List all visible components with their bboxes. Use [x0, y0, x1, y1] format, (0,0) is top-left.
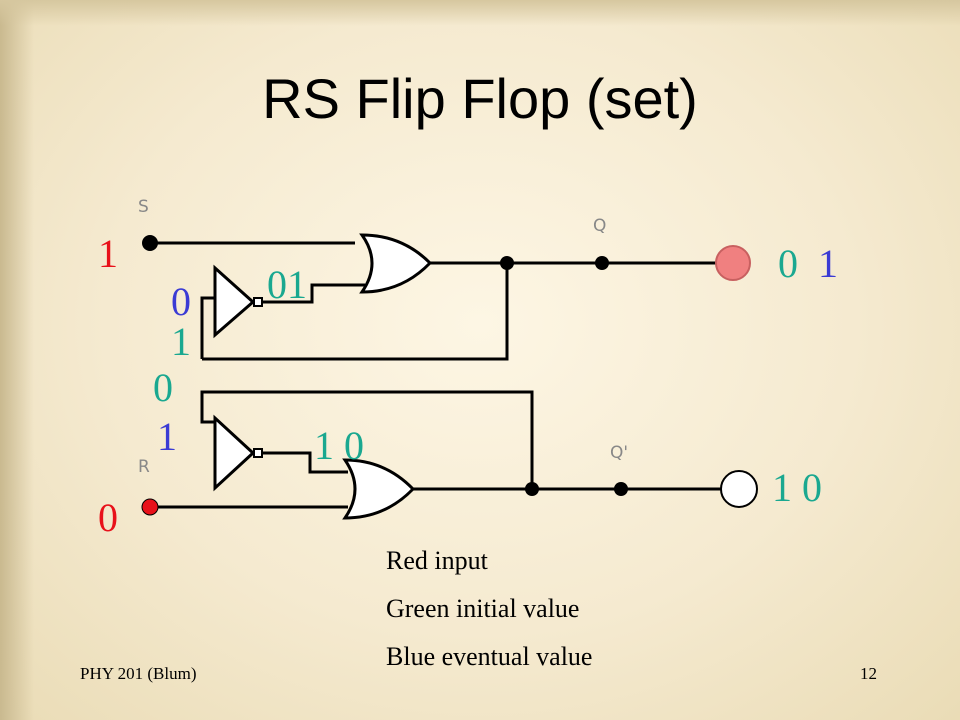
top-or-gate [359, 233, 433, 294]
bottom-inverter [213, 414, 256, 492]
q-eventual-value: 1 [818, 241, 838, 286]
qbar-probe-dot [614, 482, 628, 496]
r-label: R [138, 457, 150, 477]
bottom-feedback-initial: 0 [153, 365, 173, 410]
q-output-lamp [715, 245, 751, 281]
q-initial-value: 0 [778, 241, 798, 286]
legend-green: Green initial value [386, 594, 580, 623]
bottom-inverter-output-value: 1 0 [314, 423, 364, 468]
qbar-output-value: 1 0 [772, 465, 822, 510]
bottom-or-gate [342, 458, 416, 520]
s-input-terminal [142, 235, 158, 251]
wire-bottom-inverter-out [262, 451, 348, 474]
r-input-value: 0 [98, 495, 118, 540]
qbar-label: Q' [610, 443, 628, 463]
s-label: S [138, 197, 149, 217]
top-inverter-output-value: 01 [267, 262, 307, 307]
qbar-output-lamp [720, 470, 758, 508]
qbar-junction [525, 482, 539, 496]
q-label: Q [593, 216, 606, 236]
top-feedback-initial: 1 [171, 319, 191, 364]
slide-frame-top [0, 0, 960, 26]
top-inverter-bubble [253, 297, 263, 307]
legend-red: Red input [386, 546, 488, 575]
wire-top-inverter-out [262, 283, 365, 304]
bottom-inverter-input-eventual: 1 [157, 414, 177, 459]
q-probe-dot [595, 256, 609, 270]
q-junction [500, 256, 514, 270]
slide-title: RS Flip Flop (set) [262, 67, 698, 130]
s-input-value: 1 [98, 231, 118, 276]
top-inverter [213, 264, 256, 339]
r-input-terminal [141, 498, 159, 516]
wire-qbar-feedback [200, 390, 534, 489]
bottom-inverter-bubble [253, 448, 263, 458]
legend-blue: Blue eventual value [386, 642, 593, 671]
slide-frame-left [0, 0, 34, 720]
footer-course: PHY 201 (Blum) [80, 664, 197, 683]
wire-q-feedback [202, 263, 509, 361]
top-inverter-input-eventual: 0 [171, 279, 191, 324]
footer-page-number: 12 [860, 664, 877, 683]
wire-top-inverter-in [200, 296, 215, 359]
